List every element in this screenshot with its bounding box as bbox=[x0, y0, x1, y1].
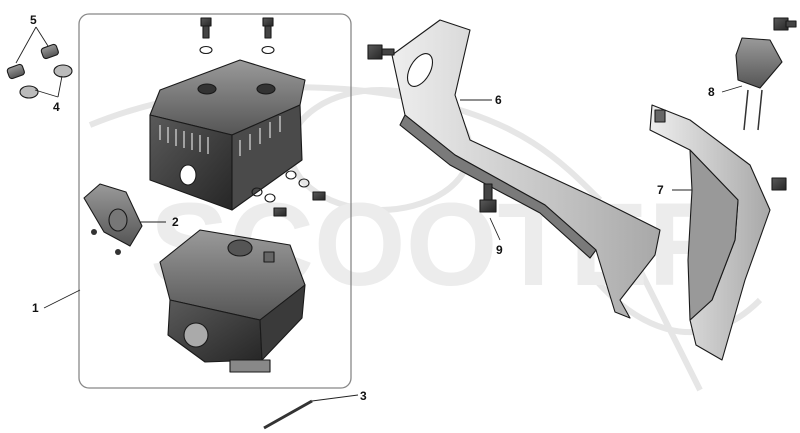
callout-3: 3 bbox=[360, 389, 367, 403]
top-bolts-group bbox=[199, 17, 275, 55]
callout-2: 2 bbox=[172, 215, 179, 229]
leader-lines bbox=[15, 26, 743, 402]
guard-part-7 bbox=[649, 104, 787, 361]
bolt-top-right bbox=[261, 17, 275, 55]
callout-9: 9 bbox=[496, 243, 503, 257]
end-cap-part bbox=[83, 183, 143, 255]
rod-part bbox=[263, 399, 313, 430]
kit-frame bbox=[78, 13, 352, 389]
bracket-part-6 bbox=[367, 19, 661, 319]
callout-1: 1 bbox=[32, 301, 39, 315]
muffler-body bbox=[159, 229, 306, 373]
bolt-part-9 bbox=[479, 183, 497, 213]
callout-6: 6 bbox=[495, 93, 502, 107]
heat-shield-cover bbox=[149, 59, 306, 211]
callout-4: 4 bbox=[53, 100, 60, 114]
callout-5: 5 bbox=[30, 13, 37, 27]
nuts-group bbox=[6, 43, 73, 99]
callout-labels: 1 2 3 4 5 6 7 8 9 bbox=[30, 13, 715, 403]
side-bolts-group bbox=[251, 170, 326, 217]
callout-7: 7 bbox=[657, 183, 664, 197]
bolt-top-left bbox=[199, 17, 213, 55]
callout-8: 8 bbox=[708, 85, 715, 99]
sensor-part-8 bbox=[735, 17, 797, 131]
